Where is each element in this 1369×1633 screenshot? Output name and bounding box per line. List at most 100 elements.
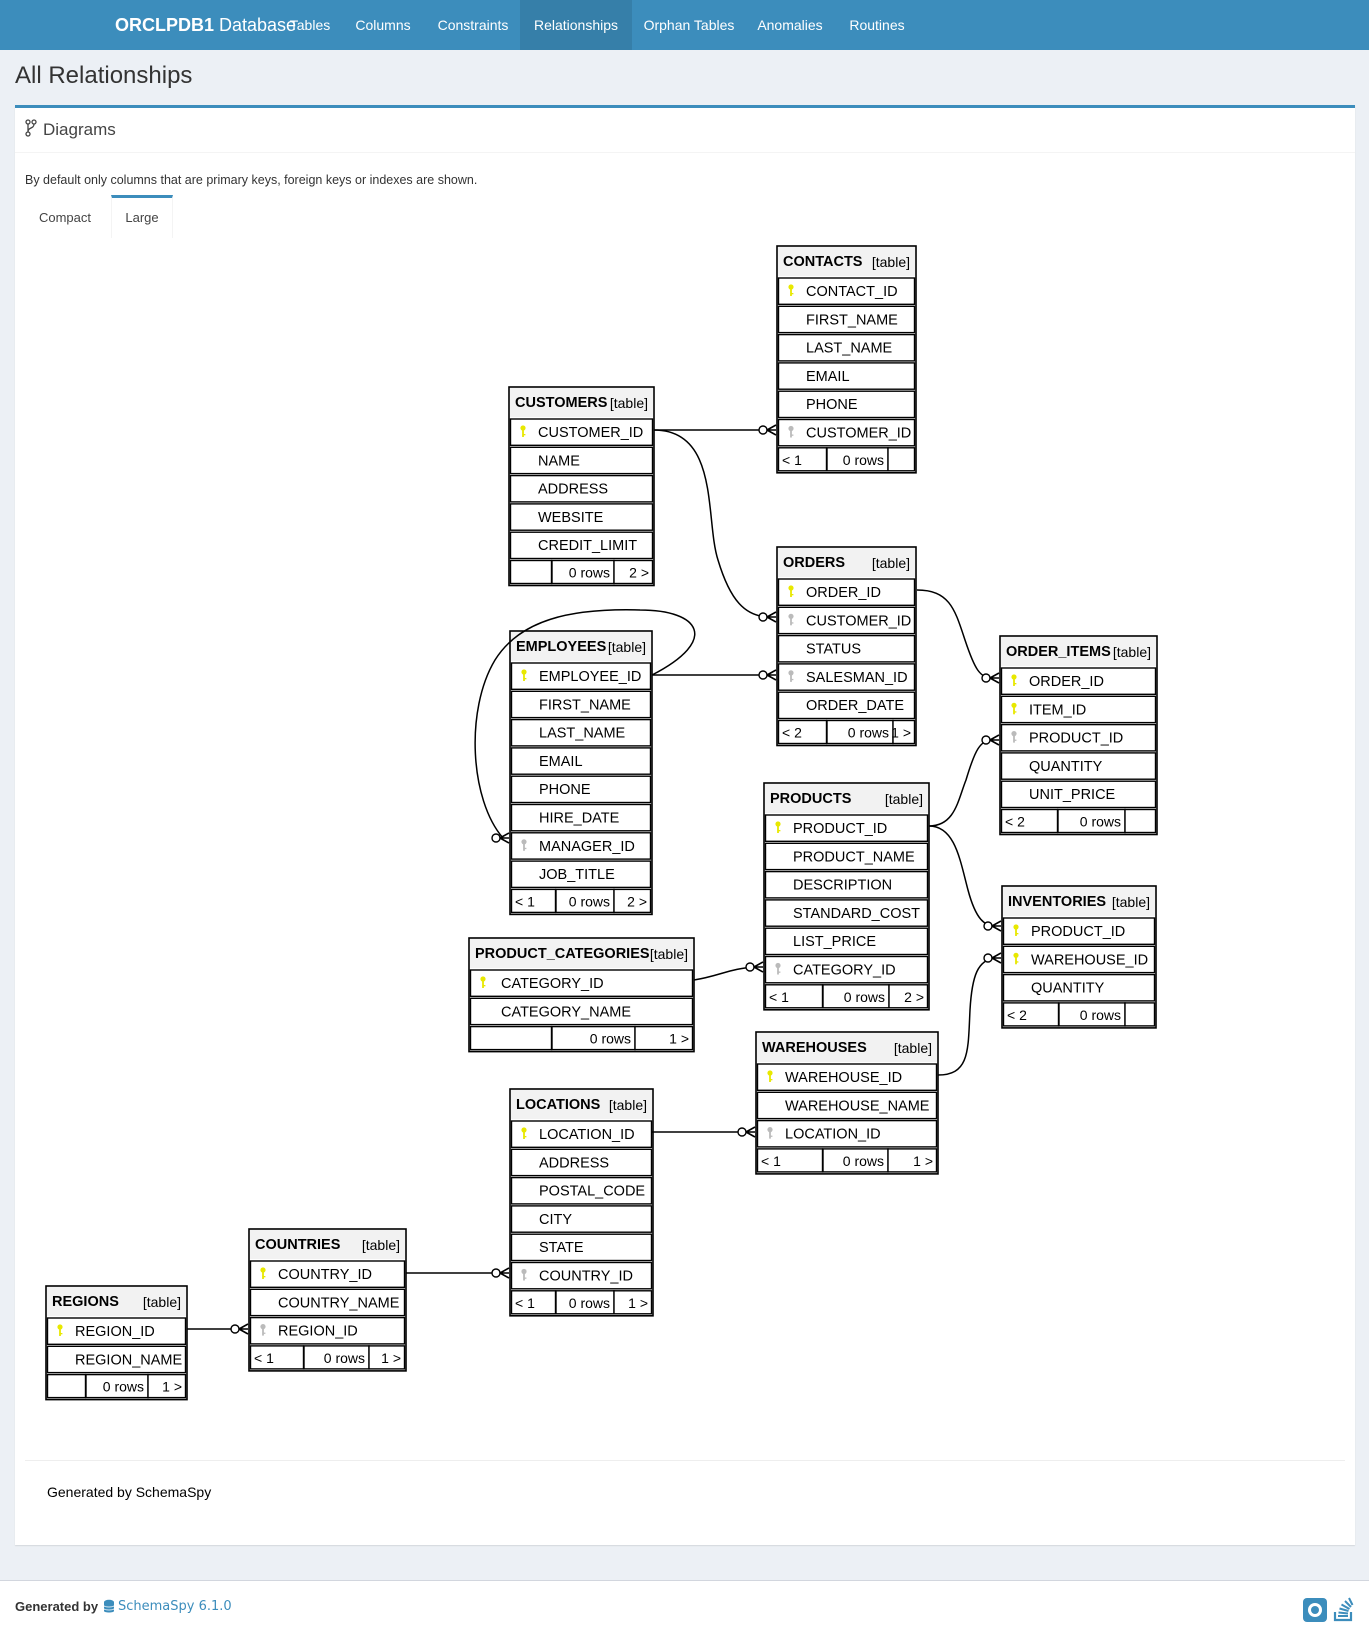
nav-constraints[interactable]: Constraints [437, 17, 509, 33]
nav-tables[interactable]: Tables [289, 17, 331, 33]
parent-count: < 2 [1005, 814, 1025, 830]
brand-database-name: ORCLPDB1 [115, 15, 215, 35]
column-product-id: PRODUCT_ID [1029, 731, 1123, 747]
foreign-key-icon [788, 613, 794, 626]
column-product-id: PRODUCT_ID [793, 821, 887, 837]
table-countries[interactable]: COUNTRIES[table]COUNTRY_IDCOUNTRY_NAMERE… [248, 1228, 407, 1372]
column-quantity: QUANTITY [1031, 981, 1105, 997]
crows-foot-marker [983, 952, 1002, 964]
box-divider [25, 1460, 1345, 1461]
column-state: STATE [539, 1240, 584, 1256]
page-footer: Generated by SchemaSpy 6.1.0 [0, 1580, 1369, 1633]
tab-compact[interactable]: Compact [38, 210, 92, 225]
crows-foot-marker [758, 424, 777, 436]
row-count: 0 rows [569, 1295, 610, 1311]
row-count: 0 rows [590, 1031, 631, 1047]
column-salesman-id: SALESMAN_ID [806, 670, 908, 686]
foreign-key-icon [788, 670, 794, 682]
primary-key-icon [521, 669, 527, 681]
stackoverflow-icon[interactable] [1332, 1595, 1356, 1628]
child-count: 1 > [891, 725, 911, 741]
foreign-key-icon [260, 1324, 266, 1336]
crows-foot-marker [981, 672, 1000, 684]
column-category-name: CATEGORY_NAME [501, 1004, 631, 1020]
column-product-name: PRODUCT_NAME [793, 849, 915, 865]
table-product-categories[interactable]: PRODUCT_CATEGORIES[table]CATEGORY_IDCATE… [468, 937, 695, 1053]
nav-orphan-tables[interactable]: Orphan Tables [643, 17, 735, 33]
crows-foot-marker [491, 832, 510, 844]
table-order-items[interactable]: ORDER_ITEMS[table]ORDER_IDITEM_IDPRODUCT… [999, 635, 1158, 836]
column-unit-price: UNIT_PRICE [1029, 787, 1116, 803]
nav-anomalies[interactable]: Anomalies [757, 17, 823, 33]
row-count: 0 rows [324, 1350, 365, 1366]
parent-count: < 1 [515, 893, 535, 909]
column-credit-limit: CREDIT_LIMIT [538, 538, 637, 554]
relationship-line [653, 429, 771, 618]
footer-schemaspy-logo[interactable]: SchemaSpy 6.1.0 [118, 1599, 232, 1614]
table-tag: [table] [610, 395, 648, 411]
row-count: 0 rows [569, 893, 610, 909]
box-title: Diagrams [43, 120, 116, 139]
column-location-id: LOCATION_ID [539, 1127, 635, 1143]
footer-generated-by: Generated by [15, 1599, 99, 1614]
primary-key-icon [480, 976, 486, 988]
column-customer-id: CUSTOMER_ID [538, 425, 643, 441]
brand-title[interactable]: ORCLPDB1 Database [115, 0, 296, 50]
relationship-line [474, 609, 696, 839]
primary-key-icon [521, 1127, 527, 1139]
column-standard-cost: STANDARD_COST [793, 906, 920, 922]
table-employees[interactable]: EMPLOYEES[table]EMPLOYEE_IDFIRST_NAMELAS… [509, 630, 653, 916]
column-address: ADDRESS [538, 482, 608, 498]
foreign-key-icon [767, 1127, 773, 1139]
row-count: 0 rows [844, 989, 885, 1005]
column-country-id: COUNTRY_ID [539, 1269, 633, 1285]
github-icon[interactable] [1303, 1598, 1327, 1627]
parent-count: < 2 [782, 725, 802, 741]
column-status: STATUS [806, 642, 861, 658]
table-tag: [table] [1112, 894, 1150, 910]
table-name: REGIONS [52, 1294, 119, 1310]
table-customers[interactable]: CUSTOMERS[table]CUSTOMER_IDNAMEADDRESSWE… [508, 386, 655, 587]
table-locations[interactable]: LOCATIONS[table]LOCATION_IDADDRESSPOSTAL… [509, 1088, 654, 1317]
tab-large[interactable]: Large [111, 195, 173, 238]
relationship-line [928, 739, 994, 827]
diagram-generated-by: Generated by SchemaSpy [47, 1484, 212, 1500]
column-first-name: FIRST_NAME [539, 697, 631, 713]
relationship-line [937, 957, 996, 1076]
primary-key-icon [1011, 674, 1017, 686]
parent-count: < 1 [254, 1350, 274, 1366]
table-name: COUNTRIES [255, 1237, 341, 1253]
crows-foot-marker [983, 920, 1002, 932]
column-address: ADDRESS [539, 1155, 609, 1171]
table-name: ORDER_ITEMS [1006, 644, 1111, 660]
column-country-id: COUNTRY_ID [278, 1267, 372, 1283]
nav-relationships[interactable]: Relationships [520, 0, 632, 50]
table-orders[interactable]: ORDERS[table]ORDER_IDCUSTOMER_IDSTATUSSA… [776, 546, 917, 747]
foreign-key-icon [788, 425, 794, 438]
column-last-name: LAST_NAME [539, 726, 626, 742]
column-category-id: CATEGORY_ID [501, 976, 604, 992]
relationship-line [916, 589, 994, 679]
table-tag: [table] [894, 1040, 932, 1056]
column-warehouse-id: WAREHOUSE_ID [785, 1070, 902, 1086]
table-products[interactable]: PRODUCTS[table]PRODUCT_IDPRODUCT_NAMEDES… [763, 782, 930, 1011]
crows-foot-marker [758, 611, 777, 623]
table-warehouses[interactable]: WAREHOUSES[table]WAREHOUSE_IDWAREHOUSE_N… [755, 1031, 939, 1175]
parent-count: < 1 [761, 1153, 781, 1169]
table-contacts[interactable]: CONTACTS[table]CONTACT_IDFIRST_NAMELAST_… [776, 245, 917, 474]
row-count: 0 rows [103, 1379, 144, 1395]
crows-foot-marker [981, 734, 1000, 746]
nav-routines[interactable]: Routines [849, 17, 905, 33]
table-tag: [table] [885, 791, 923, 807]
column-region-name: REGION_NAME [75, 1352, 182, 1368]
column-category-id: CATEGORY_ID [793, 963, 896, 979]
primary-key-icon [520, 425, 526, 437]
row-count: 0 rows [843, 452, 884, 468]
relationship-line [928, 825, 996, 927]
table-name: INVENTORIES [1008, 894, 1106, 910]
table-inventories[interactable]: INVENTORIES[table]PRODUCT_IDWAREHOUSE_ID… [1001, 885, 1157, 1029]
column-contact-id: CONTACT_ID [806, 284, 898, 300]
table-tag: [table] [872, 555, 910, 571]
nav-columns[interactable]: Columns [355, 17, 411, 33]
